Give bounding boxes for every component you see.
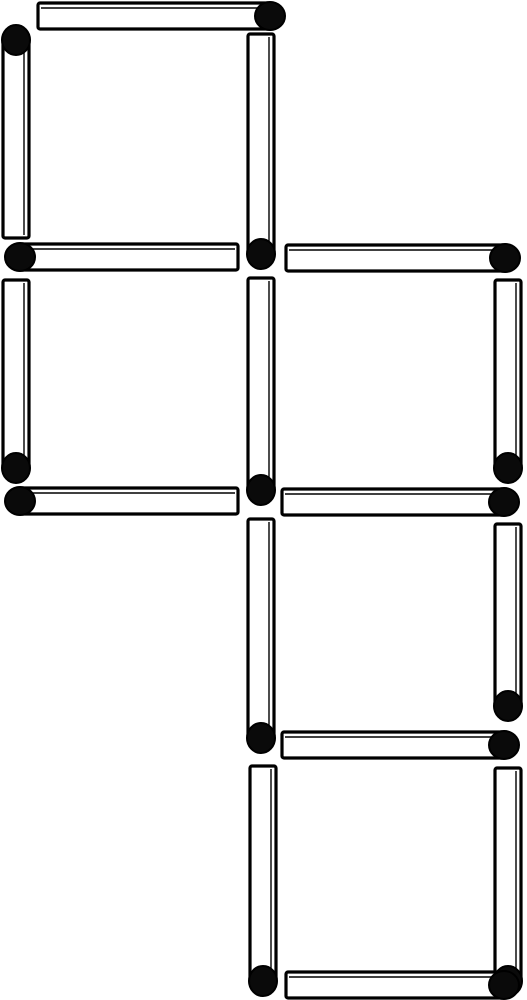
- matchstick: [1, 24, 31, 240]
- matchstick-body: [246, 517, 276, 744]
- match-head: [1, 24, 31, 56]
- match-head: [493, 690, 523, 722]
- match-head: [246, 722, 276, 754]
- match-head: [248, 965, 278, 997]
- matchstick: [246, 276, 276, 506]
- matchstick: [280, 730, 520, 760]
- matchstick-body: [14, 486, 240, 516]
- matchstick-body: [493, 278, 523, 474]
- matchstick-body: [1, 278, 31, 474]
- matchstick: [246, 32, 276, 270]
- match-head: [4, 242, 36, 272]
- matchstick: [4, 486, 240, 516]
- matchstick-body: [493, 766, 523, 987]
- matchstick-body: [246, 32, 276, 260]
- matchstick-body: [246, 276, 276, 496]
- matchstick: [280, 487, 520, 517]
- matchstick: [493, 766, 523, 997]
- matchstick: [1, 278, 31, 484]
- match-head: [488, 487, 520, 517]
- matchstick-body: [248, 764, 278, 987]
- matchstick: [284, 243, 521, 273]
- match-head: [1, 452, 31, 484]
- matchstick: [284, 970, 520, 1000]
- match-head: [489, 243, 521, 273]
- matchstick-body: [1, 34, 31, 240]
- matchstick: [4, 242, 240, 272]
- matchstick: [246, 517, 276, 754]
- match-head: [488, 730, 520, 760]
- matchstick-body: [280, 487, 510, 517]
- matchstick: [36, 1, 286, 31]
- match-head: [254, 1, 286, 31]
- matchstick-body: [14, 242, 240, 272]
- matchstick: [248, 764, 278, 997]
- matchstick-body: [284, 970, 510, 1000]
- match-head: [246, 474, 276, 506]
- match-head: [488, 970, 520, 1000]
- matchstick-body: [284, 243, 511, 273]
- matchstick-body: [280, 730, 510, 760]
- matchstick: [493, 522, 523, 722]
- match-head: [4, 486, 36, 516]
- matchstick-body: [36, 1, 276, 31]
- match-head: [246, 238, 276, 270]
- matchstick: [493, 278, 523, 484]
- match-head: [493, 452, 523, 484]
- matchstick-body: [493, 522, 523, 712]
